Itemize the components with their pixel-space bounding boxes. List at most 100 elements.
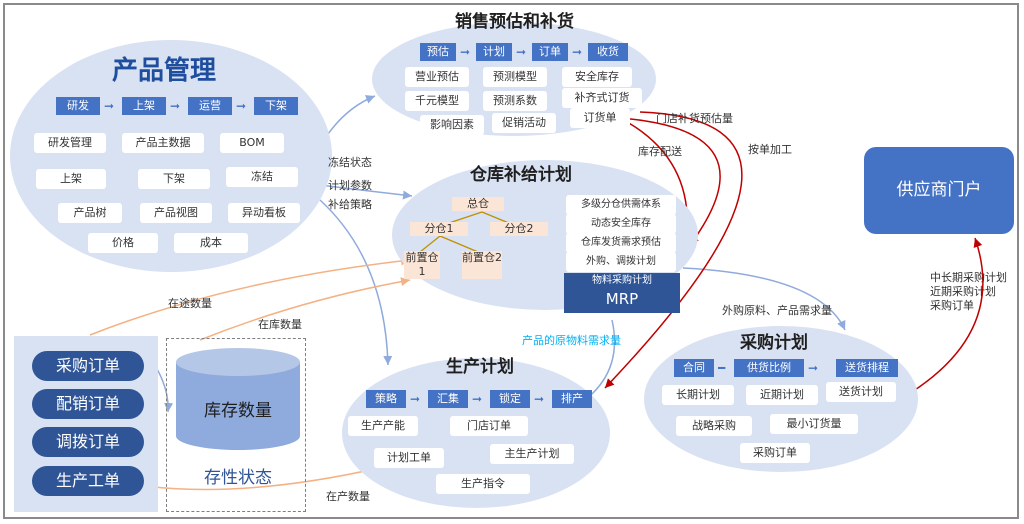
sales-item: 千元模型 [405, 91, 469, 111]
inventory-status: 存性状态 [204, 468, 272, 488]
mrp-label: 物料采购计划 [592, 275, 652, 286]
arrow-right-icon: ➞ [472, 392, 483, 406]
sales-flow-3: 订单 [532, 43, 568, 61]
warehouse-tree-node: 前置仓1 [404, 251, 440, 279]
warehouse-item: 外购、调拨计划 [566, 252, 676, 272]
pm-item: 价格 [88, 233, 158, 253]
note-in-stock: 在库数量 [258, 318, 302, 331]
pm-item: 冻结 [226, 167, 298, 187]
pm-item: BOM [220, 133, 284, 153]
prod-item: 生产指令 [436, 474, 530, 494]
link-supplier [889, 237, 984, 406]
link-pm-warehouse [319, 184, 413, 200]
note-replenish: 补给策略 [328, 198, 372, 211]
arrow-right-icon: ➞ [516, 45, 527, 59]
pm-item: 上架 [36, 169, 106, 189]
warehouse-title: 仓库补给计划 [470, 165, 572, 185]
pm-item: 异动看板 [228, 203, 300, 223]
arrow-right-icon: ➞ [410, 392, 421, 406]
prod-item: 主生产计划 [490, 444, 574, 464]
sales-item: 补齐式订货 [562, 88, 642, 108]
product-mgmt-ellipse [10, 40, 332, 272]
sales-item: 营业预估 [405, 67, 469, 87]
note-supplier-1: 中长期采购计划 [930, 271, 1007, 284]
arrow-right-icon: ➞ [460, 45, 471, 59]
purch-item: 近期计划 [746, 385, 818, 405]
sales-item: 影响因素 [420, 115, 484, 135]
note-store-forecast: 门店补货预估量 [656, 112, 733, 125]
prod-flow-1: 策略 [366, 390, 406, 408]
purchase-title: 采购计划 [740, 333, 808, 353]
order-item: 配销订单 [32, 389, 144, 419]
link-order-processing [604, 111, 743, 389]
purch-item: 战略采购 [676, 416, 752, 436]
link-pm-production [319, 199, 393, 366]
prod-flow-2: 汇集 [428, 390, 468, 408]
pm-flow-2: 上架 [122, 97, 166, 115]
sales-item: 预测模型 [483, 67, 547, 87]
pm-item: 下架 [138, 169, 210, 189]
diagram-frame [3, 3, 1019, 519]
note-outsourced: 外购原料、产品需求量 [722, 304, 832, 317]
sales-flow-2: 计划 [476, 43, 512, 61]
warehouse-item: 仓库发货需求预估 [566, 233, 676, 253]
prod-flow-3: 锁定 [490, 390, 530, 408]
note-order-processing: 按单加工 [748, 143, 792, 156]
purch-flow-2: 供货比例 [734, 359, 804, 377]
supplier-portal-box: 供应商门户 [864, 147, 1014, 234]
prod-item: 门店订单 [450, 416, 528, 436]
purch-flow-1: 合同 [674, 359, 714, 377]
warehouse-item: 动态安全库存 [566, 214, 676, 234]
note-freeze: 冻结状态 [328, 156, 372, 169]
purch-item: 最小订货量 [770, 414, 858, 434]
prod-flow-4: 排产 [552, 390, 592, 408]
pm-item: 产品树 [58, 203, 122, 223]
note-material-demand: 产品的原物料需求量 [522, 334, 621, 347]
pm-item: 产品主数据 [122, 133, 204, 153]
arrow-right-icon: ➞ [572, 45, 583, 59]
arrow-right-icon: ━ [718, 361, 726, 375]
sales-item: 预测系数 [483, 91, 547, 111]
warehouse-tree-node: 前置仓2 [462, 251, 502, 279]
order-item: 生产工单 [32, 466, 144, 496]
prod-item: 生产产能 [348, 416, 418, 436]
warehouse-item: 多级分仓供需体系 [566, 195, 676, 215]
warehouse-tree-node: 总仓 [452, 197, 504, 211]
link-store-forecast [619, 117, 721, 246]
order-item: 采购订单 [32, 351, 144, 381]
pm-flow-3: 运营 [188, 97, 232, 115]
note-in-production: 在产数量 [326, 490, 370, 503]
arrow-right-icon: ➞ [104, 99, 115, 113]
note-plan-params: 计划参数 [328, 179, 372, 192]
sales-title: 销售预估和补货 [455, 12, 574, 32]
mrp-title: MRP [605, 290, 639, 308]
note-supplier-3: 采购订单 [930, 299, 974, 312]
sales-flow-1: 预估 [420, 43, 456, 61]
inventory-label: 库存数量 [204, 401, 272, 421]
pm-item: 研发管理 [34, 133, 106, 153]
pm-flow-4: 下架 [254, 97, 298, 115]
arrow-right-icon: ➞ [236, 99, 247, 113]
warehouse-tree-node: 分仓2 [490, 222, 548, 236]
link-transit [89, 256, 411, 336]
sales-item: 安全库存 [562, 67, 632, 87]
purch-item: 采购订单 [740, 443, 810, 463]
sales-item: 促销活动 [492, 113, 556, 133]
arrow-right-icon: ➞ [808, 361, 819, 375]
link-mrp-purchase [682, 267, 846, 331]
note-supplier-2: 近期采购计划 [930, 285, 996, 298]
pm-flow-1: 研发 [56, 97, 100, 115]
sales-item: 订货单 [570, 108, 630, 128]
arrow-right-icon: ➞ [170, 99, 181, 113]
pm-item: 成本 [174, 233, 248, 253]
purch-item: 送货计划 [826, 382, 896, 402]
pm-item: 产品视图 [140, 203, 212, 223]
inventory-panel [166, 338, 306, 512]
order-item: 调拨订单 [32, 427, 144, 457]
arrow-right-icon: ➞ [534, 392, 545, 406]
warehouse-tree-node: 分仓1 [410, 222, 468, 236]
product-mgmt-title: 产品管理 [112, 56, 217, 86]
note-stock-delivery: 库存配送 [638, 145, 682, 158]
